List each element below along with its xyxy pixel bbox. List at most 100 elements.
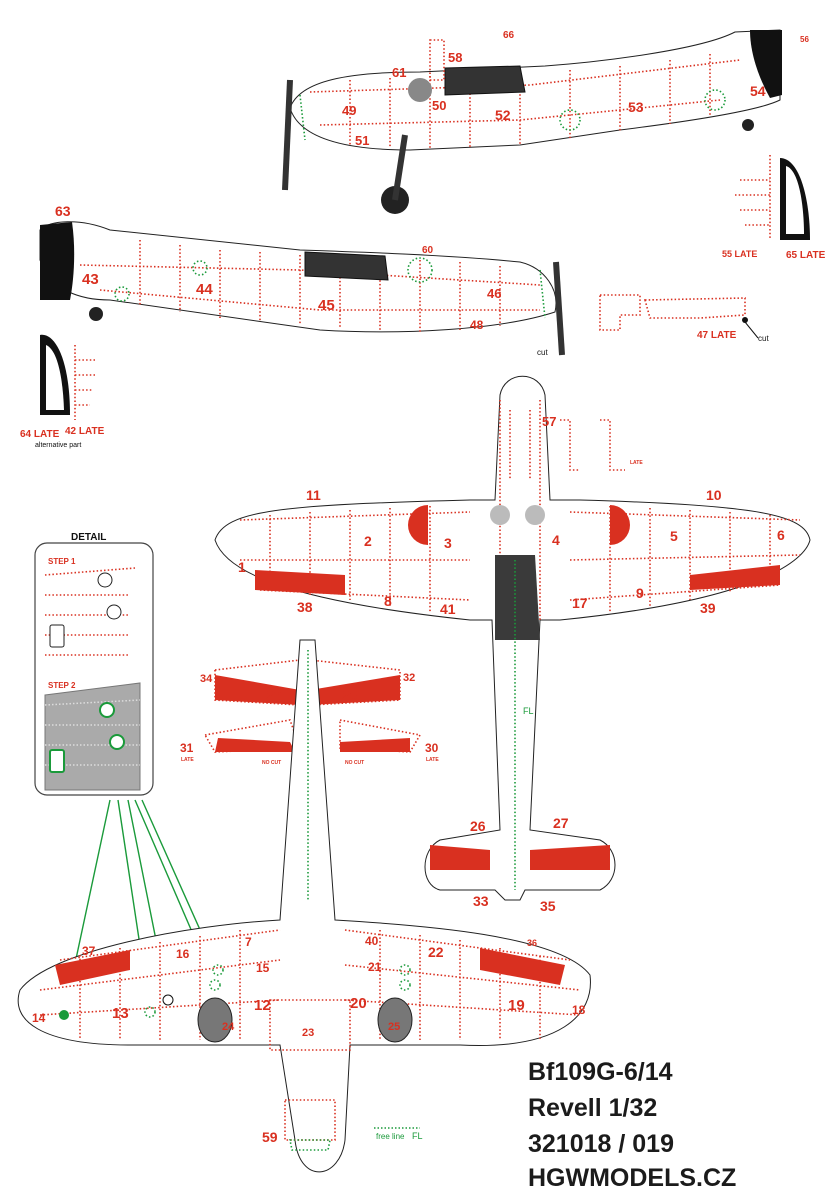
part-38-strip [255,570,345,595]
side-view-left [282,29,782,214]
part-21: 21 [368,960,382,974]
detail-step-1: STEP 1 [48,557,76,566]
label-47-late: 47 LATE [697,330,737,341]
wing-root-red-left [408,505,428,545]
part-37: 37 [82,944,96,958]
label-no-cut-2: NO CUT [345,760,364,766]
stabilizer-parts [203,659,422,753]
part-11: 11 [306,487,321,503]
part-30: 30 [425,741,439,755]
rudder-black [750,30,782,98]
label-free-line: free line [376,1132,405,1141]
part-23: 23 [302,1027,314,1039]
credit-brand: HGWMODELS.CZ [528,1164,737,1192]
part-51: 51 [355,133,369,148]
part-38: 38 [297,599,313,615]
detail-step-2: STEP 2 [48,681,76,690]
part-46: 46 [487,286,501,301]
part-24: 24 [222,1021,235,1033]
part-5: 5 [670,528,678,544]
top-view-aircraft [214,375,811,901]
part-26: 26 [470,818,486,834]
part-61: 61 [392,65,406,80]
label-42-late: 42 LATE [65,426,105,437]
part-12: 12 [254,997,271,1014]
label-31-late: LATE [181,757,194,763]
part-20: 20 [350,995,367,1012]
detail-box [34,542,154,796]
part-9: 9 [636,585,644,601]
part-50: 50 [432,98,446,113]
label-late-small: LATE [630,460,643,466]
rudder-late-parts [735,155,810,240]
credit-model: Bf109G-6/14 [528,1058,673,1086]
part-17: 17 [572,595,588,611]
part-34: 34 [200,673,213,685]
label-free-line-fl: FL [412,1131,423,1141]
label-cut-1: cut [537,348,548,357]
part-19: 19 [508,997,525,1014]
part-57: 57 [542,414,556,429]
rudder-black-2 [40,222,75,300]
part-54: 54 [750,83,766,99]
part-49: 49 [342,103,356,118]
part-43: 43 [82,271,99,288]
part-40: 40 [365,934,379,948]
part-13: 13 [112,1005,129,1022]
part-59: 59 [262,1129,278,1145]
rudder-alt-parts [40,334,95,420]
part-6: 6 [777,527,785,543]
part-15: 15 [256,961,270,975]
label-65-late: 65 LATE [786,250,826,261]
part-66: 66 [503,30,515,41]
part-10: 10 [706,487,722,503]
part-39-strip [690,565,780,590]
underside-view [17,639,591,1173]
part-2: 2 [364,533,372,549]
part-45: 45 [318,297,335,314]
part-60: 60 [422,245,434,256]
part-28: 28 [342,687,358,703]
part-31: 31 [180,741,194,755]
part-63: 63 [55,203,71,219]
part-47-late-shape [599,294,759,339]
part-44: 44 [196,281,213,298]
canopy-side-2 [304,251,389,281]
label-30-late: LATE [426,757,439,763]
part-16: 16 [176,947,190,961]
part-41: 41 [440,601,456,617]
label-no-cut-1: NO CUT [262,760,281,766]
wing-root-red-right [610,505,630,545]
part-18: 18 [572,1003,586,1017]
part-58: 58 [448,50,462,65]
part-7: 7 [245,935,252,949]
part-56: 56 [800,35,809,44]
credit-catalog: 321018 / 019 [528,1130,674,1158]
detail-title: DETAIL [71,532,106,543]
label-cut-2: cut [758,334,769,343]
label-64-late: 64 LATE [20,429,60,440]
part-32: 32 [403,672,415,684]
part-3: 3 [444,535,452,551]
part-52: 52 [495,107,511,123]
part-29: 29 [266,687,282,703]
part-4: 4 [552,532,560,548]
part-14: 14 [32,1011,46,1025]
part-33: 33 [473,893,489,909]
part-8: 8 [384,593,392,609]
part-53: 53 [628,99,644,115]
part-22: 22 [428,944,444,960]
part-36: 36 [527,938,537,948]
part-25: 25 [388,1021,400,1033]
label-fl: FL [523,706,534,716]
part-48: 48 [470,318,484,332]
canopy-side [444,65,526,96]
label-55-late: 55 LATE [722,249,757,259]
credit-kit: Revell 1/32 [528,1094,658,1122]
part-39: 39 [700,600,716,616]
part-27: 27 [553,815,569,831]
part-1: 1 [238,559,246,575]
part-35: 35 [540,898,556,914]
